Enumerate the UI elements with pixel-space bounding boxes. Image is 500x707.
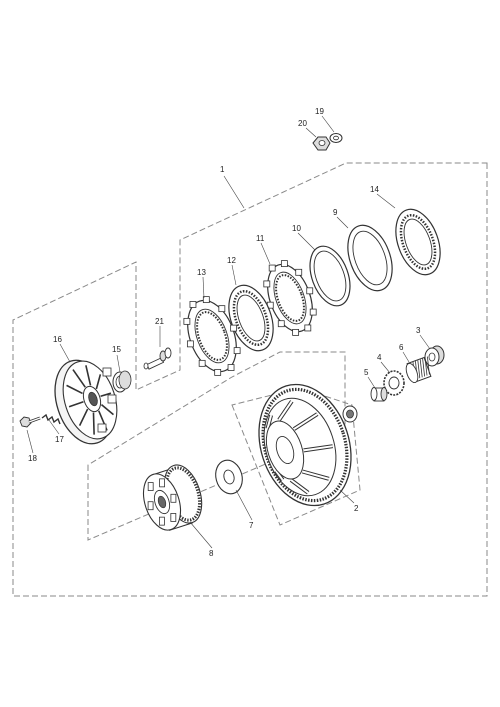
thrust-washer-7 xyxy=(215,459,243,495)
pressure-plate-spoke xyxy=(78,408,89,426)
label-20: 20 xyxy=(298,119,307,128)
bush-5 xyxy=(370,387,388,402)
label-21: 21 xyxy=(155,317,164,326)
plate-tab xyxy=(189,301,197,308)
washer-19 xyxy=(329,133,343,143)
plate-tab xyxy=(186,340,194,348)
bearing-15 xyxy=(112,370,132,393)
plain-plate-10 xyxy=(309,245,351,307)
friction-plate-13 xyxy=(183,296,241,376)
pressure-plate-spoke xyxy=(68,401,84,408)
assembly-outline-2 xyxy=(87,351,346,541)
label-4: 4 xyxy=(377,353,382,362)
pressure-plate-spoke xyxy=(85,365,92,386)
pressure-plate-spoke xyxy=(100,392,112,397)
hub-lug xyxy=(159,478,165,488)
plain-plate-9 xyxy=(347,224,393,292)
basket-finger-slot xyxy=(278,400,293,421)
spline-washer-4 xyxy=(383,370,405,396)
bearing-needle xyxy=(424,357,428,376)
hub-lug xyxy=(147,501,154,511)
pressure-plate-spoke xyxy=(66,384,83,395)
label-1: 1 xyxy=(220,165,225,174)
bearing-needle xyxy=(422,358,425,377)
label-18: 18 xyxy=(28,454,37,463)
pressure-plate-spoke xyxy=(72,369,86,388)
leader-lines xyxy=(26,115,431,549)
label-14: 14 xyxy=(370,185,379,194)
label-11: 11 xyxy=(256,234,265,243)
plate-tab xyxy=(263,280,271,288)
label-17: 17 xyxy=(55,435,64,444)
assembly-outline-1 xyxy=(12,162,488,597)
hub-lug xyxy=(170,513,177,522)
bearing-needle xyxy=(419,359,423,378)
label-10: 10 xyxy=(292,224,301,233)
label-13: 13 xyxy=(197,268,206,277)
plate-tab xyxy=(304,324,312,332)
pressure-plate-16 xyxy=(54,359,118,445)
bolt-18 xyxy=(19,416,41,428)
friction-plate-14 xyxy=(395,208,441,276)
basket-finger-slot xyxy=(302,470,330,480)
plate-tab xyxy=(280,260,288,268)
plate-tab xyxy=(295,268,303,276)
clutch-basket-2 xyxy=(258,383,358,507)
label-8: 8 xyxy=(209,549,214,558)
bearing-needle xyxy=(427,356,430,375)
bearing-needle xyxy=(417,360,421,379)
spacer-3 xyxy=(424,345,445,367)
label-9: 9 xyxy=(333,208,338,217)
basket-finger-slot xyxy=(293,413,318,430)
hub-lug xyxy=(170,493,177,503)
basket-finger-slot xyxy=(275,470,284,481)
label-12: 12 xyxy=(227,256,236,265)
plate-tab xyxy=(309,308,317,316)
pressure-plate-spoke xyxy=(95,374,102,390)
basket-finger-slot xyxy=(290,479,309,494)
label-2: 2 xyxy=(354,504,359,513)
pressure-plate-spoke xyxy=(92,412,95,435)
plate-tab xyxy=(202,296,210,304)
lifter-pin-21 xyxy=(143,347,172,370)
label-16: 16 xyxy=(53,335,62,344)
plate-tab xyxy=(227,364,235,371)
nut-20 xyxy=(312,136,331,151)
plate-tab xyxy=(230,324,238,332)
plate-tab xyxy=(306,287,314,295)
needle-bearing-6 xyxy=(405,356,432,384)
plate-tab xyxy=(218,305,226,313)
hub-lug xyxy=(159,516,165,526)
clutch-hub-8 xyxy=(142,464,203,531)
friction-plate-11 xyxy=(263,260,317,336)
plate-tab xyxy=(233,347,241,355)
part-labels: 1 2 3 4 5 6 7 8 9 10 11 12 13 14 15 16 1… xyxy=(28,107,421,558)
basket-finger-slot xyxy=(303,445,333,452)
hub-lug xyxy=(147,482,154,491)
plate-tab xyxy=(277,320,285,328)
basket-finger-slot xyxy=(266,414,273,429)
plate-tab xyxy=(292,328,300,336)
pressure-plate-spoke xyxy=(100,403,114,416)
plain-plate-12 xyxy=(228,284,274,352)
label-15: 15 xyxy=(112,345,121,354)
label-19: 19 xyxy=(315,107,324,116)
plate-tab xyxy=(268,264,276,272)
plate-tab xyxy=(183,317,191,325)
spring-17 xyxy=(41,413,61,425)
plate-tab xyxy=(214,368,222,376)
plate-tab xyxy=(198,359,206,367)
label-7: 7 xyxy=(249,521,254,530)
label-6: 6 xyxy=(399,343,404,352)
label-5: 5 xyxy=(364,368,369,377)
label-3: 3 xyxy=(416,326,421,335)
